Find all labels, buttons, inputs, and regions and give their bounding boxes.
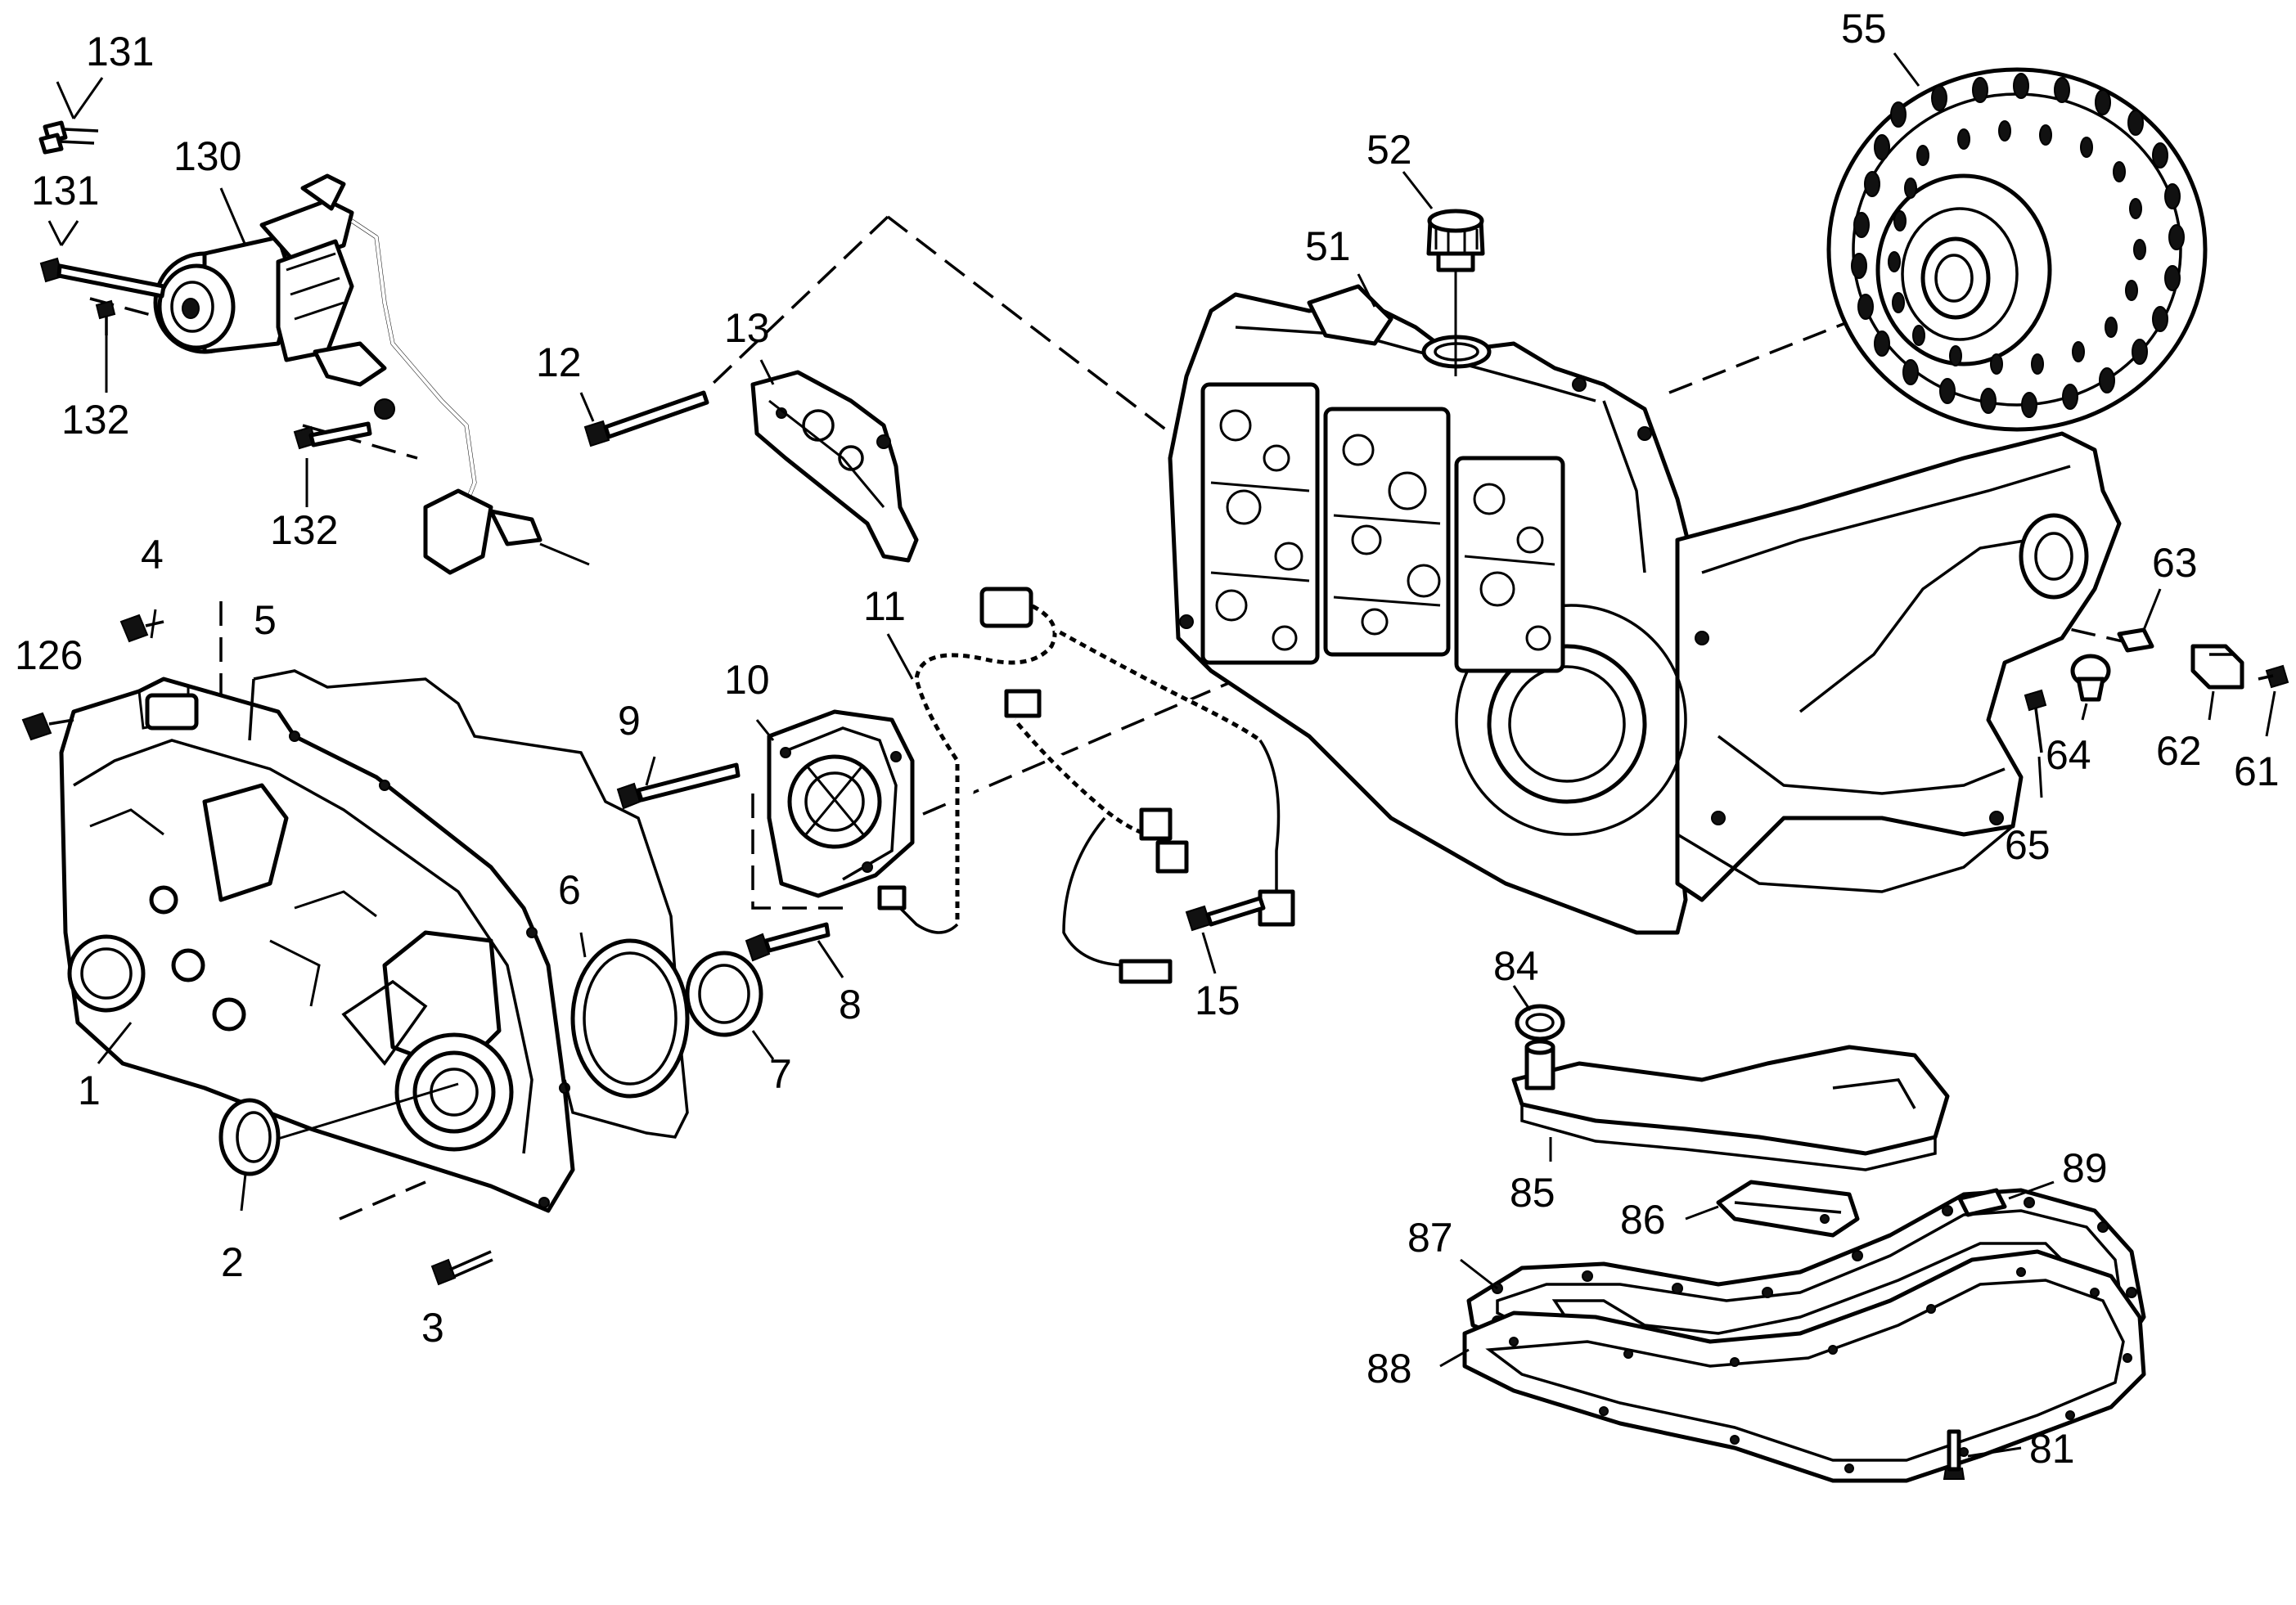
callout-13: 13 [724,305,770,351]
bolt-15 [1185,896,1266,974]
callout-85: 85 [1510,1170,1555,1216]
callout-126: 126 [15,632,83,678]
cover-bolt-3 [430,1250,493,1286]
callout-84: 84 [1493,943,1539,989]
sensor-bracket [750,359,919,563]
callout-9: 9 [618,698,641,744]
callout-81: 81 [2029,1426,2075,1472]
bolt-12 [579,390,709,447]
callout-52: 52 [1366,127,1412,173]
case-cover [59,677,575,1213]
filter-seal [1512,985,1565,1041]
seal-ring [685,951,775,1060]
callout-63: 63 [2152,540,2198,586]
callout-132-center: 132 [270,507,338,553]
callout-4: 4 [141,532,164,578]
callout-labels: 1 2 3 4 5 6 7 8 9 10 11 12 13 15 51 52 5… [15,6,2280,1472]
callout-55: 55 [1841,6,1887,52]
callout-8: 8 [839,982,862,1027]
callout-65: 65 [2005,822,2051,868]
oil-filter [1511,1039,1950,1171]
callout-51: 51 [1305,223,1351,269]
pan-magnet [1685,1180,1860,1238]
callout-10: 10 [724,657,770,703]
pan-label-plate [1957,1180,2055,1217]
o-ring-seal [570,932,690,1099]
pump-bolts [616,756,844,978]
callout-5: 5 [254,597,277,643]
callout-87: 87 [1407,1215,1453,1261]
cover-bolts-4-126 [21,609,164,741]
callout-7: 7 [769,1051,792,1097]
transmission-case [1168,273,2122,935]
callout-86: 86 [1620,1197,1666,1243]
oil-pump [755,709,915,898]
pan-gasket [1439,1249,2146,1483]
callout-3: 3 [421,1305,444,1351]
callout-12: 12 [536,339,582,385]
torque-converter [1826,52,2208,432]
cover-gasket [248,669,689,1139]
callout-11: 11 [863,583,906,629]
callout-131-top: 131 [86,29,154,74]
callout-88: 88 [1366,1346,1412,1391]
callout-89: 89 [2062,1145,2108,1191]
wiring-harness [877,587,1295,984]
callout-1: 1 [78,1068,101,1113]
motor-bolts-131-132 [38,77,372,507]
callout-15: 15 [1195,978,1240,1023]
speed-sensor-parts [2024,588,2289,798]
callout-131-left: 131 [31,168,99,214]
fill-cap [1402,171,1485,376]
callout-61: 61 [2234,749,2280,794]
callout-62: 62 [2156,728,2202,774]
callout-130: 130 [173,133,241,179]
pan-bolt [1943,1429,2022,1480]
callout-6: 6 [558,867,581,913]
callout-64: 64 [2046,732,2091,778]
auxiliary-pump-motor [153,173,590,575]
callout-2: 2 [221,1239,244,1285]
callout-132-left: 132 [61,397,129,443]
axle-seal [218,1098,281,1212]
